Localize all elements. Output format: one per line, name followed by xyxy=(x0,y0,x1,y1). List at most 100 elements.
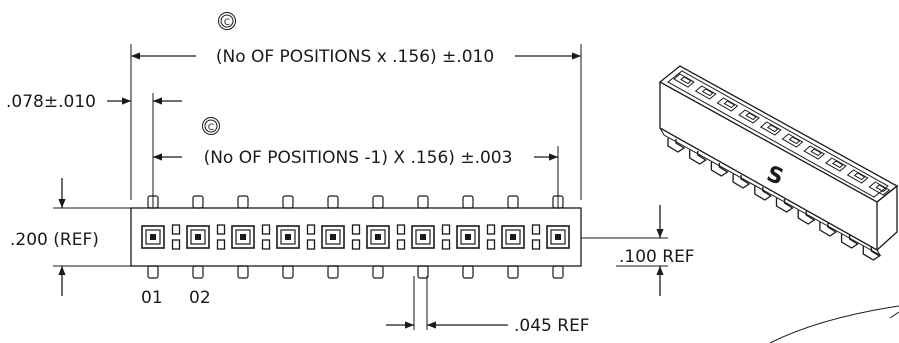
pin-top xyxy=(462,195,474,209)
slot-lower xyxy=(486,239,496,250)
iso-leg xyxy=(667,138,686,153)
contact-pin xyxy=(150,234,156,240)
iso-cavity xyxy=(868,181,891,196)
slot-width-label: .045 REF xyxy=(514,316,590,336)
slot-upper xyxy=(306,224,316,235)
iso-side-face xyxy=(876,184,898,251)
iso-leg xyxy=(840,234,859,249)
iso-cavity-inner xyxy=(723,100,736,109)
pin-bottom xyxy=(327,265,339,279)
pin-top xyxy=(237,195,249,209)
iso-leg xyxy=(710,162,729,177)
slot-lower xyxy=(171,239,181,250)
contact-cavity xyxy=(501,225,525,249)
iso-cavity xyxy=(694,85,717,100)
pin-label-01: 01 xyxy=(141,288,163,308)
contact-pin xyxy=(330,234,336,240)
iso-leg xyxy=(754,186,772,201)
contact-cavity xyxy=(546,225,570,249)
pin-top xyxy=(372,195,384,209)
pin-bottom xyxy=(282,265,294,279)
pin-label-02: 02 xyxy=(189,288,211,308)
pin-bottom xyxy=(192,265,204,279)
contact-cavity-inner xyxy=(505,229,521,245)
contact-cavity-inner xyxy=(280,229,296,245)
slot-lower xyxy=(216,239,226,250)
pin-span-dimension: (No OF POSITIONS -1) X .156) ±.003 xyxy=(153,146,559,208)
slot-upper xyxy=(531,224,541,235)
pin-row-offset-label: .100 REF xyxy=(619,247,695,267)
iso-cavity-inner xyxy=(745,112,757,121)
iso-cavity xyxy=(716,97,739,112)
slot-upper xyxy=(216,224,226,235)
critical-dimension-symbol-middle-text: C xyxy=(208,123,214,133)
pin-bottom xyxy=(417,265,429,279)
iso-cavity xyxy=(673,73,695,88)
critical-dimension-symbol-top-text: C xyxy=(224,18,230,28)
contact-cavity xyxy=(411,225,435,249)
iso-cavity-inner xyxy=(701,88,714,97)
contact-cavity xyxy=(456,225,480,249)
contact-cavity xyxy=(321,225,345,249)
critical-dimension-symbol-middle: C xyxy=(202,117,220,135)
pin-bottom xyxy=(237,265,249,279)
slot-upper xyxy=(396,224,406,235)
contact-pin xyxy=(510,234,516,240)
slot-upper xyxy=(261,224,271,235)
iso-leg xyxy=(862,246,881,261)
slot-lower xyxy=(306,239,316,250)
pin-bottom xyxy=(552,265,564,279)
contact-pin xyxy=(555,234,561,240)
contact-cavity xyxy=(231,225,255,249)
slot-lower xyxy=(531,239,541,250)
connector-body-outline xyxy=(130,207,582,267)
pin-row-offset-dimension: .100 REF xyxy=(581,205,695,296)
iso-cavity-inner xyxy=(875,184,888,193)
overall-length-dimension: (No OF POSITIONS x .156) ±.010 xyxy=(130,44,582,200)
contact-cavity-inner xyxy=(145,229,161,245)
iso-cavity xyxy=(846,169,869,184)
contact-pin xyxy=(375,234,381,240)
iso-cavity xyxy=(759,121,782,136)
pin-bottom xyxy=(147,265,159,279)
contact-pin xyxy=(195,234,201,240)
iso-cavity-inner xyxy=(853,172,866,181)
contact-cavity-inner xyxy=(550,229,566,245)
slot-upper xyxy=(486,224,496,235)
slot-lower xyxy=(261,239,271,250)
pin-bottom xyxy=(462,265,474,279)
contact-pin xyxy=(465,234,471,240)
slot-lower xyxy=(441,239,451,250)
pin-top xyxy=(507,195,519,209)
connector-isometric-view: S xyxy=(658,65,899,261)
contact-pin xyxy=(240,234,246,240)
iso-leg xyxy=(775,198,794,213)
edge-offset-label: .078±.010 xyxy=(6,92,96,112)
contact-cavity-inner xyxy=(235,229,251,245)
slot-lower xyxy=(396,239,406,250)
iso-cavity xyxy=(803,145,826,160)
iso-cavity-inner xyxy=(766,124,779,133)
contact-cavity-inner xyxy=(190,229,206,245)
pin-top xyxy=(282,195,294,209)
slot-lower xyxy=(351,239,361,250)
slot-upper xyxy=(351,224,361,235)
contact-cavity-inner xyxy=(460,229,476,245)
iso-cavity-inner xyxy=(680,76,692,85)
iso-cavity-inner xyxy=(788,136,801,145)
edge-offset-dimension: .078±.010 xyxy=(6,92,182,208)
pin-top xyxy=(192,195,204,209)
critical-dimension-symbol-top: C xyxy=(218,12,236,30)
contact-pin xyxy=(420,234,426,240)
contact-cavity-inner xyxy=(415,229,431,245)
iso-cavity-inner xyxy=(832,160,844,169)
manufacturer-logo: S xyxy=(763,162,786,191)
body-height-label: .200 (REF) xyxy=(10,230,99,250)
contact-cavity xyxy=(186,225,210,249)
contact-cavity xyxy=(366,225,390,249)
iso-leg xyxy=(819,222,838,237)
slot-upper xyxy=(171,224,181,235)
pin-top xyxy=(417,195,429,209)
pin-top xyxy=(327,195,339,209)
